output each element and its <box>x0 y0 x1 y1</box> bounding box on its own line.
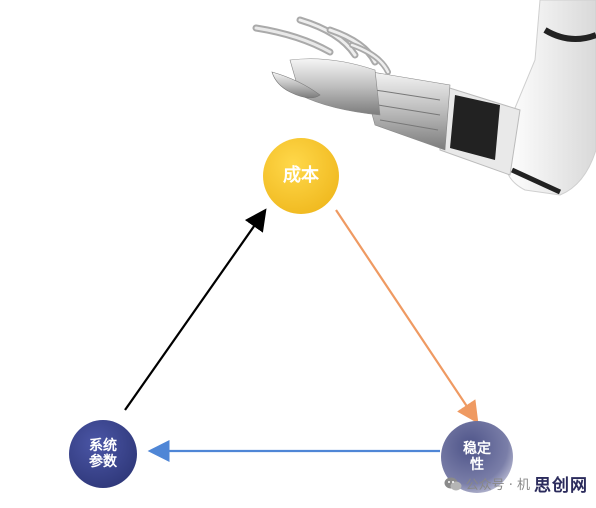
arrow-params-to-cost <box>124 208 267 411</box>
arrow-cost-to-stability <box>335 209 479 424</box>
watermark-brand: 思创网 <box>534 476 588 496</box>
robotic-arm-hand-icon <box>252 0 596 196</box>
node-params-label: 系统 参数 <box>89 437 117 470</box>
node-stability-label: 稳定 性 <box>463 440 491 473</box>
node-cost-label: 成本 <box>283 164 319 186</box>
watermark-account: 公众号 · 机 <box>465 478 530 493</box>
wechat-icon <box>444 477 462 490</box>
node-params <box>69 420 137 488</box>
node-cost <box>263 138 339 214</box>
node-stability <box>441 421 513 493</box>
watermark: 公众号 · 机 思创网 <box>444 471 588 496</box>
